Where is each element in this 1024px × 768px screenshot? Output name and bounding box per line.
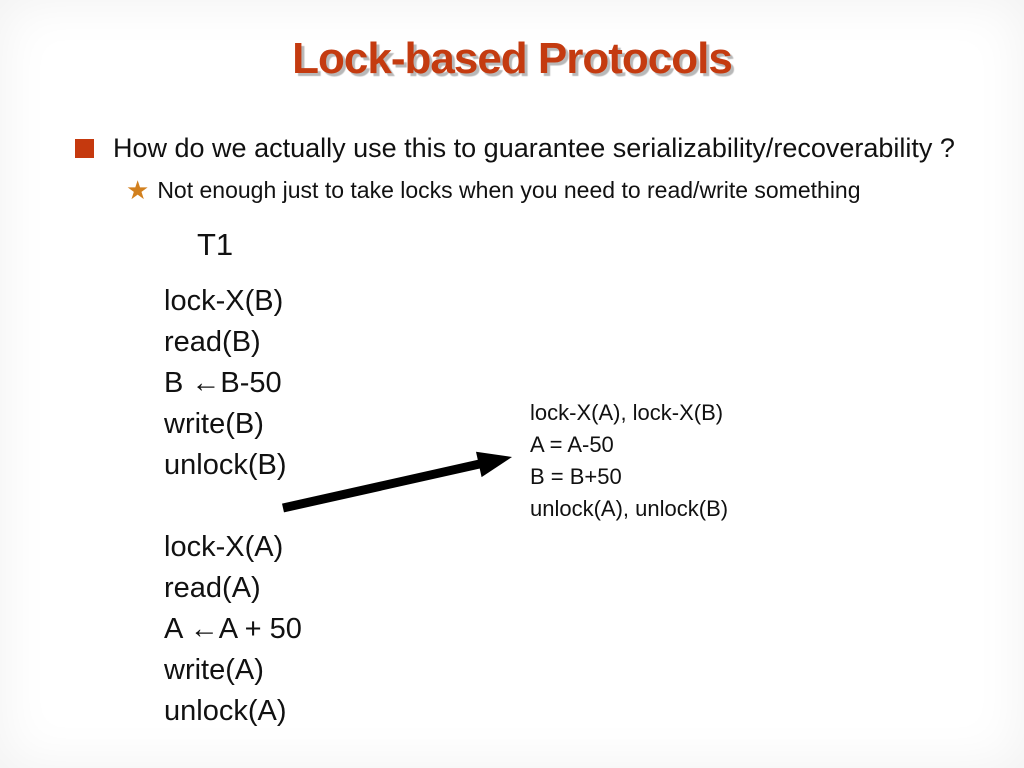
code-line: write(B) xyxy=(164,408,264,440)
annotation-line: unlock(A), unlock(B) xyxy=(530,496,729,521)
code-line: lock-X(A) xyxy=(164,531,284,563)
annotation-line: A = A-50 xyxy=(530,432,614,457)
annotation-block: lock-X(A), lock-X(B) A = A-50 B = B+50 u… xyxy=(530,397,728,525)
star-bullet-icon: ★ xyxy=(126,175,150,205)
code-line: write(A) xyxy=(164,654,264,686)
code-line: unlock(B) xyxy=(164,449,287,481)
code-line: A ←A + 50 xyxy=(164,613,302,645)
code-line: read(A) xyxy=(164,572,261,604)
transaction-code-block: lock-X(B) read(B) B ←B-50 write(B) unloc… xyxy=(164,281,302,732)
bullet-text: How do we actually use this to guarantee… xyxy=(113,133,955,163)
code-line: unlock(A) xyxy=(164,695,287,727)
page-title: Lock-based Protocols xyxy=(292,34,733,83)
arrow-icon xyxy=(282,451,512,513)
code-line: read(B) xyxy=(164,326,261,358)
transaction-label: T1 xyxy=(197,227,234,262)
annotation-line: B = B+50 xyxy=(530,464,622,489)
annotation-line: lock-X(A), lock-X(B) xyxy=(530,400,724,425)
sub-bullet-text: Not enough just to take locks when you n… xyxy=(157,177,861,203)
square-bullet-icon xyxy=(75,139,94,158)
code-line: B ←B-50 xyxy=(164,367,282,399)
sub-bullet-item: ★ Not enough just to take locks when you… xyxy=(126,176,861,204)
code-line: lock-X(B) xyxy=(164,285,284,317)
bullet-item: How do we actually use this to guarantee… xyxy=(75,133,955,164)
